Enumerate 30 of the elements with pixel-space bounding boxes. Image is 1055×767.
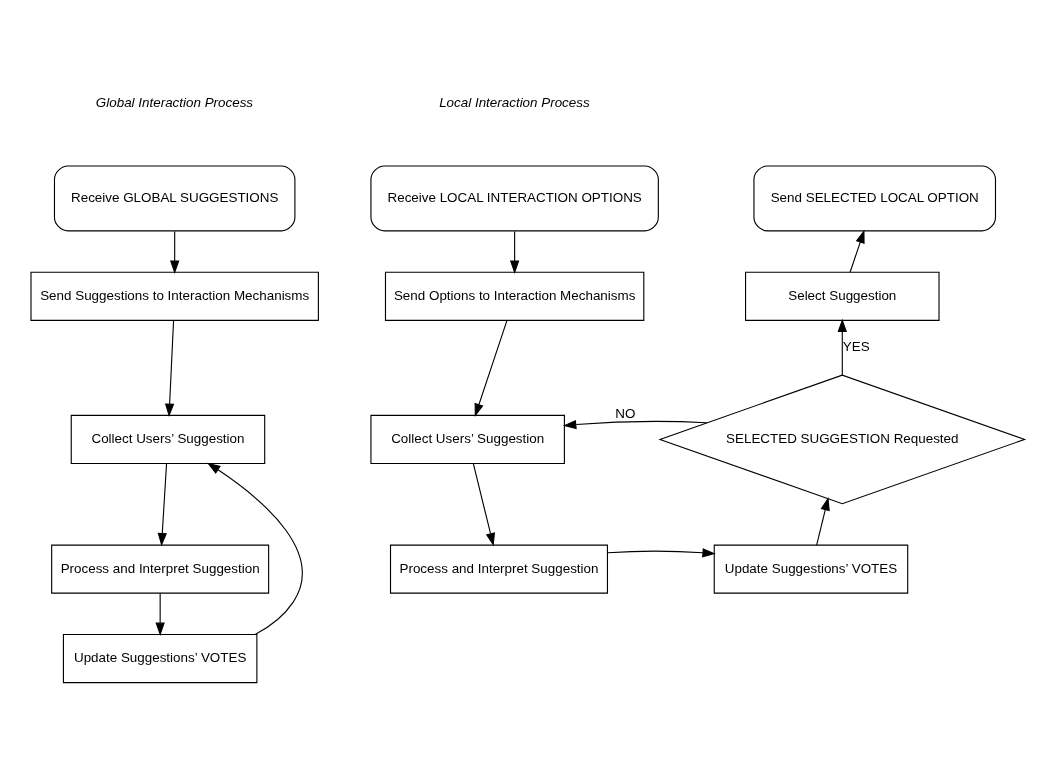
node-box: Collect Users’ Suggestion [70, 414, 266, 464]
arrow [849, 229, 865, 273]
node-box: Update Suggestions’ VOTES [62, 634, 258, 684]
arrow [474, 319, 508, 417]
arrow [816, 497, 830, 546]
arrow [509, 230, 520, 274]
edge-label: YES [842, 339, 870, 355]
node-box: Send SELECTED LOCAL OPTION [753, 165, 997, 232]
node-box: Update Suggestions’ VOTES [713, 544, 909, 594]
arrow [472, 463, 496, 547]
arrow [607, 548, 716, 558]
arrow [562, 419, 708, 430]
arrow [155, 593, 165, 637]
label: Local Interaction Process [439, 94, 590, 110]
arrow [164, 319, 175, 418]
arrow [837, 318, 847, 376]
node-box: Process and Interpret Suggestion [51, 544, 270, 594]
node-box: Send Suggestions to Interaction Mechanisms [30, 271, 319, 321]
arrow [157, 463, 168, 547]
node-diamond: SELECTED SUGGESTION Requested [658, 374, 1027, 505]
label: Global Interaction Process [95, 94, 254, 110]
arrow [170, 230, 180, 274]
node-box: Send Options to Interaction Mechanisms [384, 271, 645, 321]
node-box: Process and Interpret Suggestion [389, 544, 608, 594]
node-box: Select Suggestion [745, 271, 940, 321]
arrow [207, 462, 303, 636]
node-box: Receive LOCAL INTERACTION OPTIONS [370, 165, 659, 232]
node-box: Collect Users’ Suggestion [370, 414, 565, 464]
edge-label: NO [615, 405, 636, 421]
node-box: Receive GLOBAL SUGGESTIONS [53, 165, 296, 232]
